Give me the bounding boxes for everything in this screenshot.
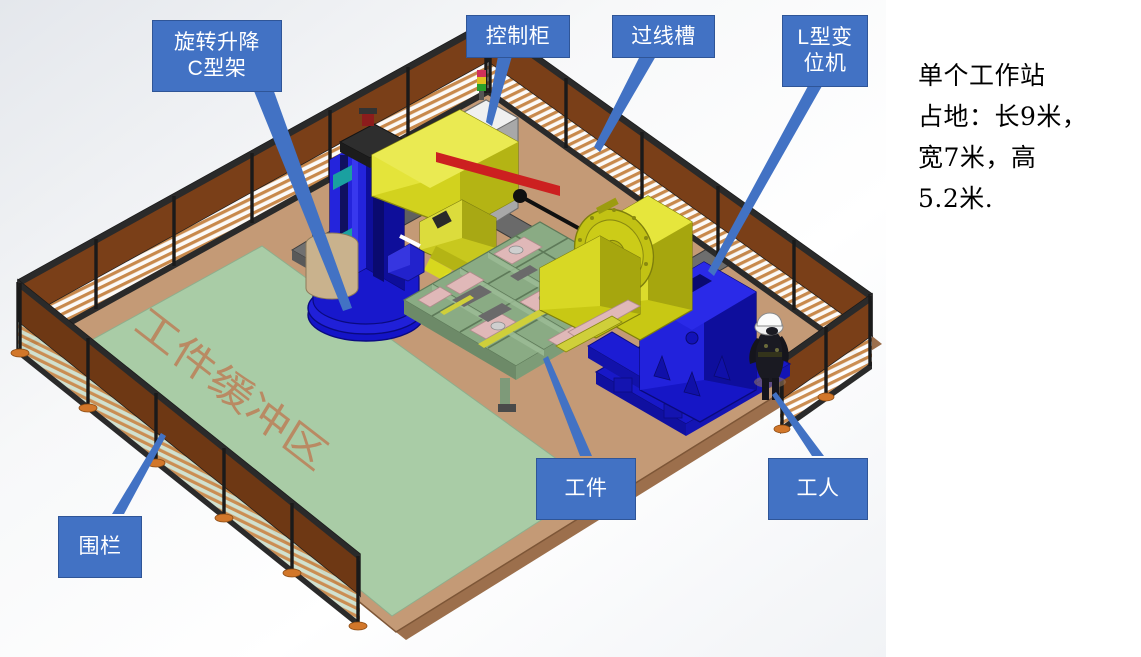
specification-text: 单个工作站 占地：长9米， 宽7米，高 5.2米. — [918, 55, 1133, 219]
leader-positioner — [708, 86, 822, 276]
welding-torch-assembly — [399, 199, 497, 283]
callout-fence[interactable]: 围栏 — [58, 516, 142, 578]
workstation-3d-illustration: 工件缓冲区 — [0, 0, 886, 657]
floor-edge-right — [396, 336, 882, 640]
callout-control-cabinet-label: 控制柜 — [485, 24, 551, 48]
callout-c-frame-line1: 旋转升降 — [174, 31, 260, 54]
callout-cable-trough[interactable]: 过线槽 — [612, 15, 715, 58]
worker-figure — [749, 312, 789, 400]
leader-cabinet — [486, 56, 512, 126]
fence-run-back-right — [487, 18, 873, 369]
callout-positioner-line2: 位机 — [803, 52, 847, 75]
callout-worker[interactable]: 工人 — [768, 458, 868, 520]
spec-line-1: 单个工作站 — [918, 61, 1046, 90]
callout-control-cabinet[interactable]: 控制柜 — [466, 15, 570, 58]
spec-line-3: 宽7米，高 — [918, 143, 1037, 172]
callout-c-frame[interactable]: 旋转升降 C型架 — [152, 20, 282, 92]
leader-fence — [112, 433, 166, 514]
callout-fence-label: 围栏 — [78, 535, 122, 558]
callout-workpiece[interactable]: 工件 — [536, 458, 636, 520]
leader-cable-trough — [594, 56, 656, 152]
scene-panel: 工件缓冲区 — [0, 0, 886, 657]
c-frame-robot — [291, 108, 601, 342]
spec-line-2: 占地：长9米， — [918, 102, 1088, 131]
callout-cable-trough-label: 过线槽 — [631, 24, 696, 48]
l-type-positioner — [539, 195, 792, 436]
spec-line-4: 5.2米. — [918, 184, 994, 213]
leader-workpiece — [543, 356, 592, 456]
callout-c-frame-line2: C型架 — [187, 57, 247, 80]
fence-run-front-right — [773, 292, 873, 434]
callout-leader-lines — [112, 56, 824, 514]
callout-positioner[interactable]: L型变 位机 — [782, 15, 868, 87]
leader-worker — [772, 392, 824, 456]
callout-workpiece-label: 工件 — [564, 477, 608, 500]
leader-c-frame — [252, 86, 352, 311]
fence-run-front-left — [10, 278, 368, 631]
callout-positioner-line1: L型变 — [797, 26, 853, 49]
signal-tower-light — [477, 70, 486, 100]
callout-worker-label: 工人 — [796, 477, 840, 500]
